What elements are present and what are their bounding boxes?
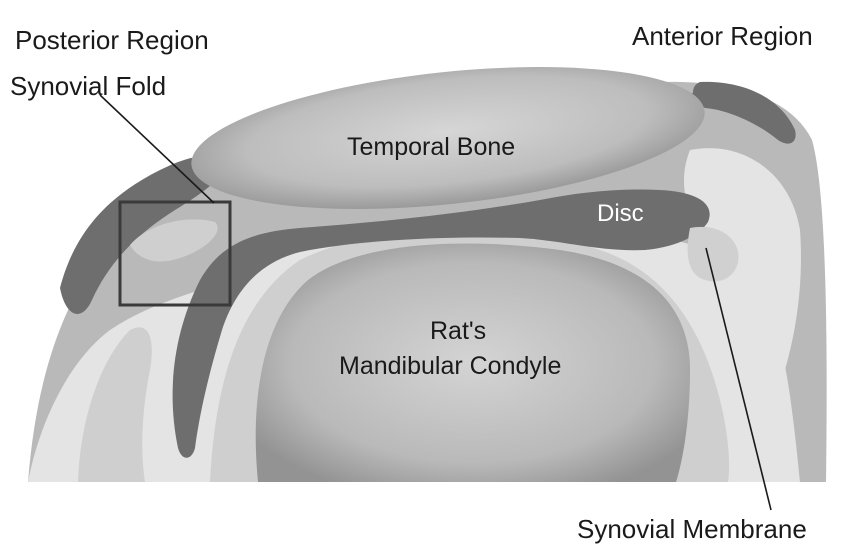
synovial-fold-label: Synovial Fold <box>10 71 166 101</box>
temporal-bone <box>191 67 705 209</box>
synovial-fold-highlight-box <box>118 200 232 307</box>
articular-disc <box>172 189 710 458</box>
condyle-label-line2: Mandibular Condyle <box>339 352 561 380</box>
anterior-synovial-fold <box>687 226 739 282</box>
condyle-label-line1: Rat's <box>430 317 486 345</box>
posterior-synovial-fold <box>130 219 218 262</box>
synovial-membrane-label: Synovial Membrane <box>577 514 807 544</box>
synovial-fold-leader-line <box>99 94 215 204</box>
inferior-light-lobe <box>78 327 152 482</box>
anterior-dark-tip <box>693 81 796 144</box>
mandibular-condyle <box>255 243 690 482</box>
posterior-dark-band <box>60 155 230 314</box>
posterior-region-label: Posterior Region <box>15 25 209 55</box>
anterior-region-label: Anterior Region <box>632 21 813 51</box>
disc-label: Disc <box>597 200 644 227</box>
synovial-membrane-leader-line <box>705 247 772 511</box>
temporal-bone-label: Temporal Bone <box>347 133 515 161</box>
anterior-light-tissue <box>683 148 801 431</box>
